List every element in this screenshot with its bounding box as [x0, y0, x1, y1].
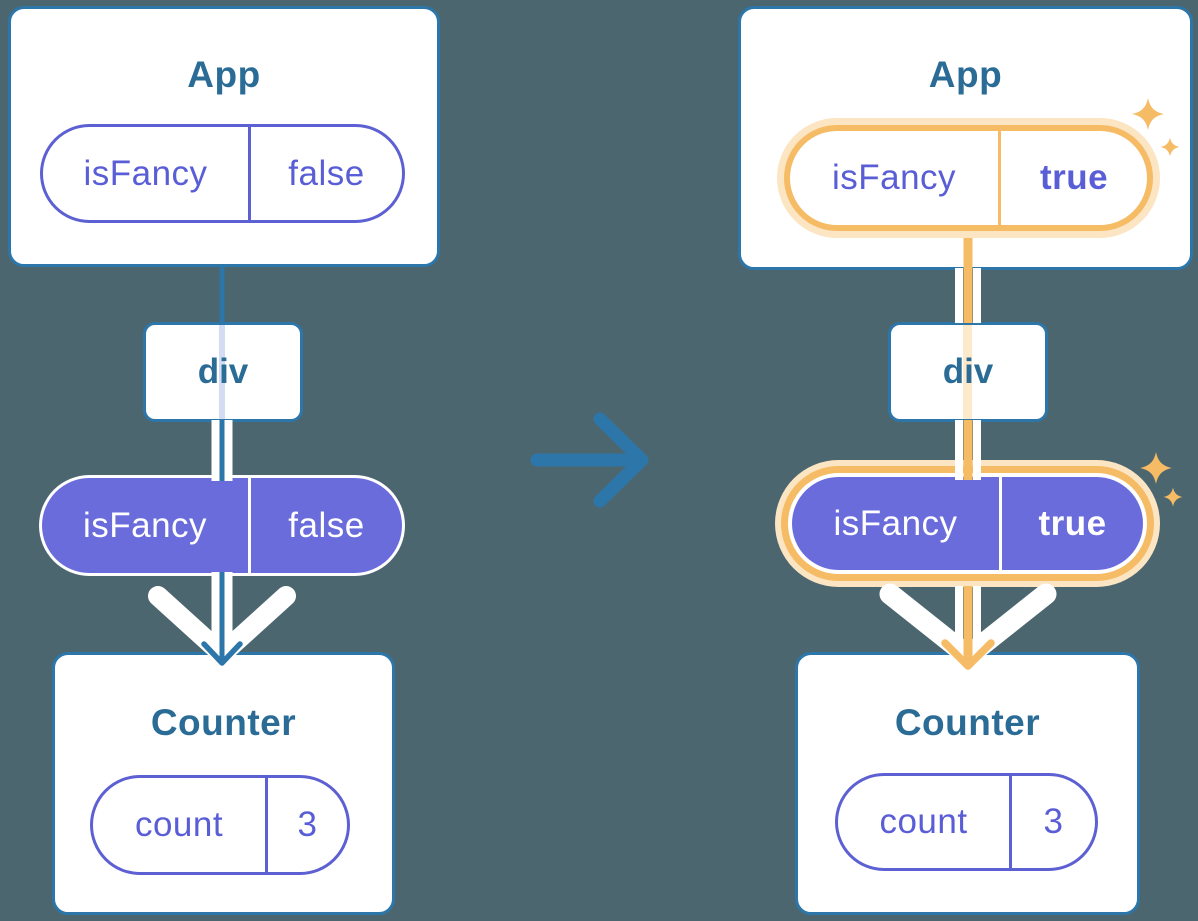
prop-value: true [1038, 503, 1107, 543]
state-name: count [134, 805, 224, 844]
pill-divider [265, 778, 268, 872]
prop-pill-app-before: isFancy false [40, 124, 405, 223]
prop-line-through-div [963, 325, 972, 419]
pill-divider [999, 477, 1002, 570]
app-component-card-after: App isFancy true [738, 6, 1193, 270]
big-down-chevron-icon [879, 583, 1057, 667]
div-label: div [197, 352, 249, 391]
prop-name: isFancy [83, 153, 208, 193]
counter-component-card-after: Counter count 3 [795, 652, 1140, 915]
state-value: 3 [1043, 802, 1064, 841]
component-title: App [187, 54, 261, 95]
prop-name: isFancy [833, 503, 958, 543]
pill-divider [998, 131, 1001, 225]
prop-value: false [288, 505, 365, 545]
sparkle-icon [1163, 487, 1183, 507]
big-down-chevron-icon [148, 586, 296, 664]
pill-divider [248, 127, 251, 220]
state-pill-count-after: count 3 [835, 773, 1098, 871]
prop-name: isFancy [831, 158, 957, 197]
pill-divider [248, 478, 251, 573]
component-title: App [928, 54, 1003, 95]
component-title: Counter [150, 702, 297, 743]
app-component-card-before: App isFancy false [8, 6, 440, 267]
passed-prop-pill-before: isFancy false [42, 478, 402, 573]
div-label: div [942, 352, 994, 391]
sparkle-icon [1140, 452, 1172, 484]
state-name: count [879, 802, 968, 841]
passed-prop-pill-after-highlighted: isFancy true [792, 477, 1143, 570]
component-title: Counter [894, 702, 1041, 743]
prop-name: isFancy [82, 505, 208, 545]
prop-line-through-div [219, 325, 225, 419]
pill-divider [1009, 776, 1012, 868]
transition-arrow-right-icon [593, 412, 649, 508]
state-pill-count-before: count 3 [90, 775, 350, 875]
div-element-box-before: div [143, 322, 303, 422]
counter-component-card-before: Counter count 3 [52, 652, 395, 915]
div-element-box-after: div [888, 322, 1048, 422]
prop-value: true [1039, 158, 1109, 197]
prop-value: false [288, 153, 365, 193]
state-value: 3 [297, 805, 318, 844]
prop-pill-app-after-highlighted: isFancy true [784, 125, 1153, 231]
